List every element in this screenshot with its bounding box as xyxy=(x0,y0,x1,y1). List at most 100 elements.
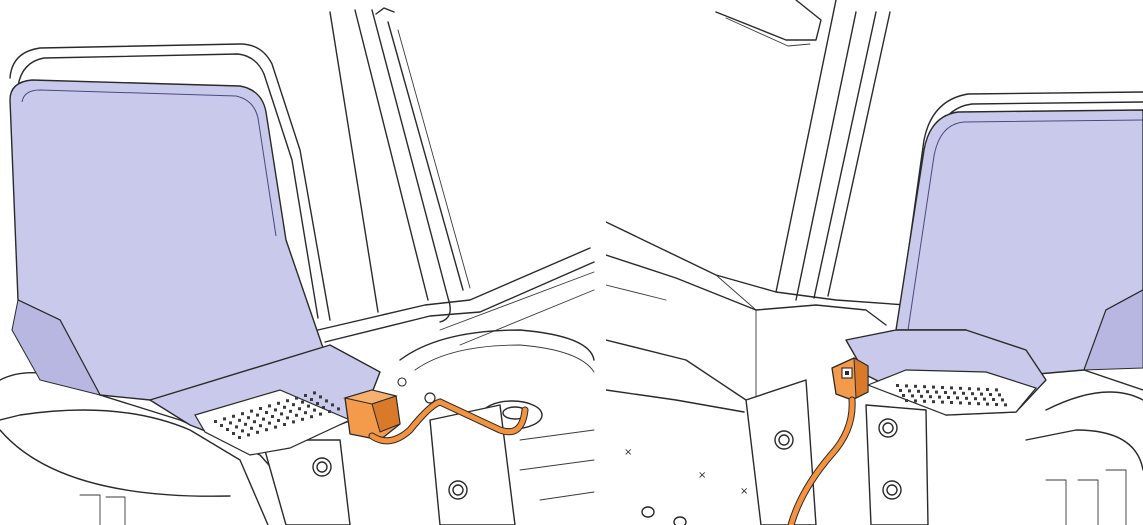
ecu-pin xyxy=(304,394,307,397)
ecu-pin xyxy=(244,422,247,426)
ecu-pin xyxy=(250,409,253,413)
left-lower-shell xyxy=(0,409,269,525)
ecu-pin xyxy=(292,420,295,424)
ecu-pin xyxy=(238,418,241,422)
right-connector-window-dot xyxy=(845,371,849,375)
right-pillar-a xyxy=(775,0,837,293)
ecu-pin xyxy=(301,417,304,421)
ecu-pin xyxy=(953,391,956,395)
ecu-pin xyxy=(295,396,298,400)
ecu-pin xyxy=(265,411,268,414)
ecu-pin xyxy=(1001,398,1004,402)
right-lower-bolt xyxy=(882,480,902,500)
ecu-pin xyxy=(235,425,238,429)
right-floor-marker-2: × xyxy=(740,486,748,497)
right-ecu-pins xyxy=(896,384,1007,407)
ecu-pin xyxy=(977,402,980,406)
ecu-pin xyxy=(986,402,989,406)
ecu-pin xyxy=(238,436,241,439)
right-lower-bolt-inner xyxy=(886,484,898,496)
ecu-pin xyxy=(950,386,953,390)
ecu-pin xyxy=(1004,403,1007,407)
ecu-pin xyxy=(271,415,274,418)
right-bracket-left-bolt-inner xyxy=(778,434,790,446)
left-bracket-2-bolt xyxy=(448,480,468,500)
left-tray-edge-1 xyxy=(317,247,591,331)
ecu-pin xyxy=(998,393,1001,397)
ecu-pin xyxy=(274,425,277,429)
ecu-pin xyxy=(256,430,259,434)
ecu-pin xyxy=(947,396,950,399)
ecu-pin xyxy=(304,411,307,415)
ecu-pin xyxy=(319,412,322,416)
ecu-pin xyxy=(920,394,923,398)
ecu-pin xyxy=(941,400,944,404)
right-view-panel: × × × xyxy=(606,0,1143,525)
ecu-pin xyxy=(232,414,235,418)
ecu-pin xyxy=(968,387,971,391)
ecu-pin xyxy=(283,405,286,409)
ecu-pin xyxy=(292,403,295,407)
right-housing-rim xyxy=(907,119,1143,331)
ecu-pin xyxy=(938,395,941,399)
ecu-pin xyxy=(977,387,980,391)
left-bracket xyxy=(261,439,351,525)
right-bracket-left xyxy=(745,379,817,525)
ecu-pin xyxy=(911,394,914,398)
right-pillar-d xyxy=(827,11,891,297)
ecu-pin xyxy=(265,428,268,432)
ecu-pin xyxy=(283,423,286,426)
right-bracket-left-bolt xyxy=(774,430,794,450)
left-small-fastener xyxy=(397,377,407,387)
left-connector-latch xyxy=(371,395,401,433)
ecu-pin xyxy=(980,392,983,396)
ecu-pin xyxy=(992,398,995,401)
ecu-pin xyxy=(313,391,316,395)
right-slab-edge xyxy=(755,304,887,326)
right-connector-side xyxy=(853,357,869,399)
right-ecu-pin-grid xyxy=(866,369,1038,416)
ecu-pin xyxy=(337,407,340,411)
left-pillar-e xyxy=(397,29,471,289)
ecu-pin xyxy=(995,388,998,392)
ecu-pin xyxy=(956,396,959,400)
left-assembly-drawing xyxy=(0,7,595,525)
ecu-pin xyxy=(989,393,992,396)
right-floor-hole-2 xyxy=(673,516,687,525)
left-outer-shell xyxy=(9,43,331,321)
ecu-pin xyxy=(310,398,313,401)
right-assembly-drawing: × × × xyxy=(606,0,1143,525)
ecu-pin xyxy=(268,421,271,425)
ecu-pin xyxy=(932,400,935,404)
ecu-pin xyxy=(247,433,250,437)
left-view-panel xyxy=(0,7,595,525)
ecu-pin xyxy=(914,384,917,388)
left-housing-rim xyxy=(21,89,277,237)
left-bottom-box xyxy=(79,494,126,525)
ecu-pin xyxy=(301,400,304,404)
ecu-pin xyxy=(268,404,271,408)
ecu-pin xyxy=(310,415,313,419)
left-tray-edge-4 xyxy=(459,289,595,346)
panel-divider xyxy=(596,0,606,525)
left-tray-edge-2 xyxy=(324,261,595,343)
ecu-pin xyxy=(214,420,217,423)
left-ecu-pins xyxy=(214,391,340,439)
left-pillar-c xyxy=(371,9,451,323)
right-cable-fill xyxy=(788,397,855,525)
ecu-pin xyxy=(232,432,235,435)
right-bracket-right xyxy=(865,404,929,525)
left-lower-right-lines xyxy=(519,429,595,501)
left-bracket-2 xyxy=(429,404,516,525)
ecu-pin xyxy=(289,409,292,413)
ecu-pin xyxy=(929,395,932,399)
right-outer-shell xyxy=(895,91,1143,341)
ecu-pin xyxy=(983,397,986,401)
ecu-pin xyxy=(247,416,250,420)
left-ecu-pin-grid xyxy=(194,389,352,456)
right-slab-bottom xyxy=(606,389,745,413)
left-cable-clip xyxy=(424,392,436,404)
right-bottom-curve xyxy=(1025,429,1143,471)
right-top-bracket-inner xyxy=(725,17,811,47)
ecu-pin xyxy=(256,413,259,417)
